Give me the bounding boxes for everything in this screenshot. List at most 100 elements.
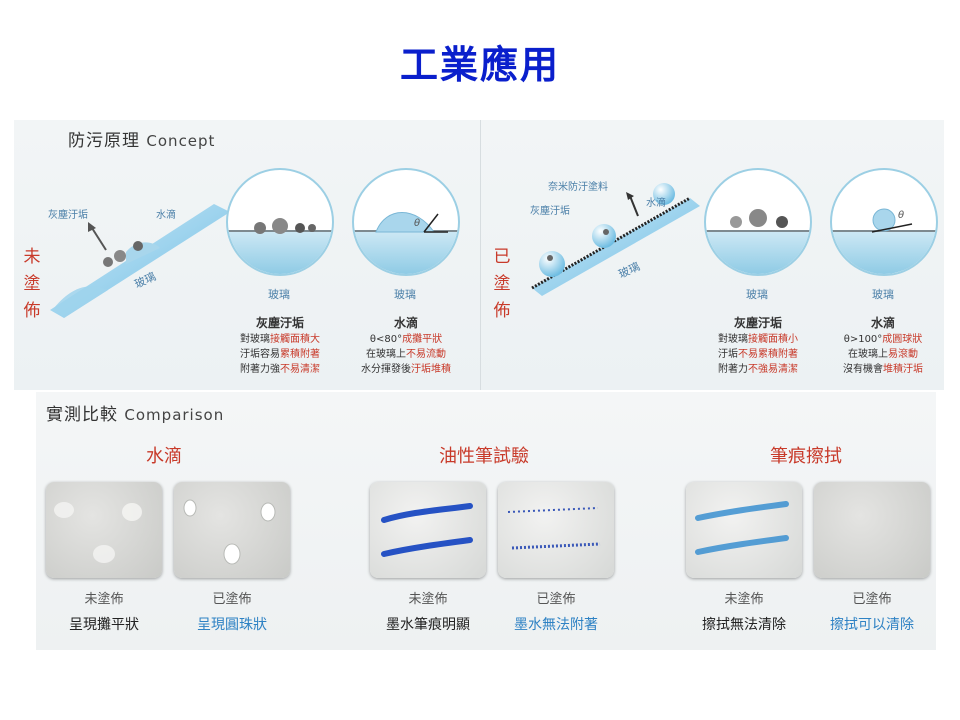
- concept-heading: 防污原理 Concept: [68, 126, 215, 151]
- circle-water: [354, 230, 458, 274]
- concept-heading-en: Concept: [146, 132, 216, 150]
- side-char: 佈: [493, 301, 511, 321]
- result-marker-coated: 墨水無法附著: [514, 617, 598, 633]
- caption-text: 在玻璃上: [366, 349, 406, 360]
- comparison-heading-en: Comparison: [124, 406, 225, 424]
- rolling-drop-1: [539, 251, 565, 277]
- caption-highlight: 不強易清潔: [748, 364, 798, 375]
- coat-arrow-head: [626, 192, 634, 200]
- sub-label-uncoated: 未塗佈: [84, 592, 124, 607]
- round-drop-icon: [871, 208, 913, 233]
- coated-dust-caption: 灰塵汙垢 對玻璃接觸面積小 汙垢不易累積附著 附著力不強易清潔: [702, 316, 814, 377]
- caption-text: 附著力強: [240, 364, 280, 375]
- rolling-drop-3: [653, 183, 675, 205]
- round-drops-image: [183, 499, 276, 565]
- caption-text: θ<80°: [369, 334, 403, 345]
- uncoated-water-label: 水滴: [156, 210, 176, 221]
- sample-water-coated: [174, 482, 290, 578]
- dust-particles-icon: [254, 218, 316, 234]
- coated-water-label: 水滴: [646, 198, 666, 209]
- result-marker-uncoated: 墨水筆痕明顯: [386, 617, 470, 633]
- coated-water-caption: 水滴 θ>100°成圓球狀 在玻璃上易滾動 沒有機會堆積汙垢: [822, 316, 944, 377]
- flat-drop-icon: [375, 212, 448, 233]
- uncoated-dust-label: 灰塵汙垢: [48, 210, 88, 221]
- smeared-lines-image: [695, 501, 789, 555]
- comparison-panel: 實測比較 Comparison 水滴 未塗佈 已塗佈 呈現攤平狀 呈現圓珠狀 油…: [36, 392, 936, 650]
- coat-arrow: [629, 195, 639, 217]
- sample-wipe-coated: [814, 482, 930, 578]
- group-title-wipe: 筆痕擦拭: [770, 446, 842, 467]
- flat-drops-image: [54, 502, 142, 563]
- result-water-coated: 呈現圓珠狀: [197, 617, 267, 633]
- sub-label-coated: 已塗佈: [536, 592, 576, 607]
- caption-highlight: 成圓球狀: [882, 334, 923, 345]
- flat-water-drop: [54, 286, 108, 318]
- group-title-marker: 油性筆試驗: [439, 446, 529, 467]
- coated-dust-circle: [704, 168, 812, 276]
- uncoated-water-circle: θ: [352, 168, 460, 276]
- side-char: 佈: [23, 301, 41, 321]
- group-title-water: 水滴: [146, 446, 182, 467]
- glass-plate: [532, 198, 700, 296]
- sample-marker-coated: [498, 482, 614, 578]
- coated-side-label: 已 塗 佈: [492, 244, 512, 325]
- coated-dust-label: 灰塵汙垢: [530, 206, 570, 217]
- concept-heading-zh: 防污原理: [68, 131, 140, 151]
- circle-water: [228, 230, 332, 274]
- caption-title: 灰塵汙垢: [255, 316, 304, 330]
- dust-particles: [547, 229, 609, 261]
- uncoated-circle2-glass: 玻璃: [394, 288, 416, 301]
- uncoated-dust-caption: 灰塵汙垢 對玻璃接觸面積大 汙垢容易累積附著 附著力強不易清潔: [224, 316, 336, 377]
- comparison-heading-zh: 實測比較: [46, 405, 118, 425]
- coated-circle1-glass: 玻璃: [746, 288, 768, 301]
- theta-label: θ: [898, 210, 905, 221]
- sub-label-uncoated: 未塗佈: [724, 592, 764, 607]
- sample-wipe-uncoated: [686, 482, 802, 578]
- uncoated-circle1-glass: 玻璃: [268, 288, 290, 301]
- theta-label: θ: [414, 218, 421, 229]
- caption-text: 附著力: [718, 364, 748, 375]
- side-char: 已: [493, 247, 511, 267]
- side-char: 未: [23, 247, 41, 267]
- caption-text: 在玻璃上: [848, 349, 888, 360]
- caption-highlight: 接觸面積小: [748, 334, 798, 345]
- nano-coating-layer: [531, 196, 691, 290]
- caption-highlight: 成攤平狀: [402, 334, 443, 345]
- rolling-drop-2: [592, 224, 616, 248]
- concept-panel: 防污原理 Concept 未 塗 佈 灰塵汙垢 水滴 玻璃: [14, 120, 944, 390]
- circle-surface-line: [706, 230, 810, 233]
- coated-water-circle: θ: [830, 168, 938, 276]
- coated-coat-label: 奈米防汙塗料: [548, 182, 608, 193]
- dust-arrow-head: [88, 222, 96, 232]
- side-char: 塗: [23, 274, 41, 294]
- uncoated-dust-circle: [226, 168, 334, 276]
- caption-title: 灰塵汙垢: [733, 316, 782, 330]
- comparison-heading: 實測比較 Comparison: [46, 400, 224, 425]
- caption-text: θ>100°: [843, 334, 883, 345]
- uncoated-glass-illustration: [50, 204, 230, 318]
- uncoated-side-label: 未 塗 佈: [22, 244, 42, 325]
- sample-marker-uncoated: [370, 482, 486, 578]
- panel-divider: [480, 120, 481, 390]
- dust-particles-icon: [730, 209, 788, 228]
- circle-water: [706, 230, 810, 274]
- caption-highlight: 易滾動: [888, 349, 918, 360]
- result-water-uncoated: 呈現攤平狀: [69, 617, 139, 633]
- caption-text: 汙垢容易: [240, 349, 280, 360]
- marker-lines-image: [381, 503, 473, 557]
- caption-highlight: 不易流動: [406, 349, 446, 360]
- caption-highlight: 堆積汙垢: [883, 364, 923, 375]
- sample-water-uncoated: [46, 482, 162, 578]
- caption-highlight: 汙垢堆積: [411, 364, 451, 375]
- sub-label-uncoated: 未塗佈: [408, 592, 448, 607]
- coated-circle2-glass: 玻璃: [872, 288, 894, 301]
- dust-arrow: [91, 227, 107, 251]
- result-wipe-coated: 擦拭可以清除: [830, 617, 914, 633]
- caption-text: 汙垢: [718, 349, 738, 360]
- result-wipe-uncoated: 擦拭無法清除: [702, 617, 786, 633]
- dust-particles: [103, 241, 143, 267]
- caption-text: 水分揮發後: [361, 364, 411, 375]
- sub-label-coated: 已塗佈: [212, 592, 252, 607]
- caption-highlight: 接觸面積大: [270, 334, 320, 345]
- circle-water: [832, 230, 936, 274]
